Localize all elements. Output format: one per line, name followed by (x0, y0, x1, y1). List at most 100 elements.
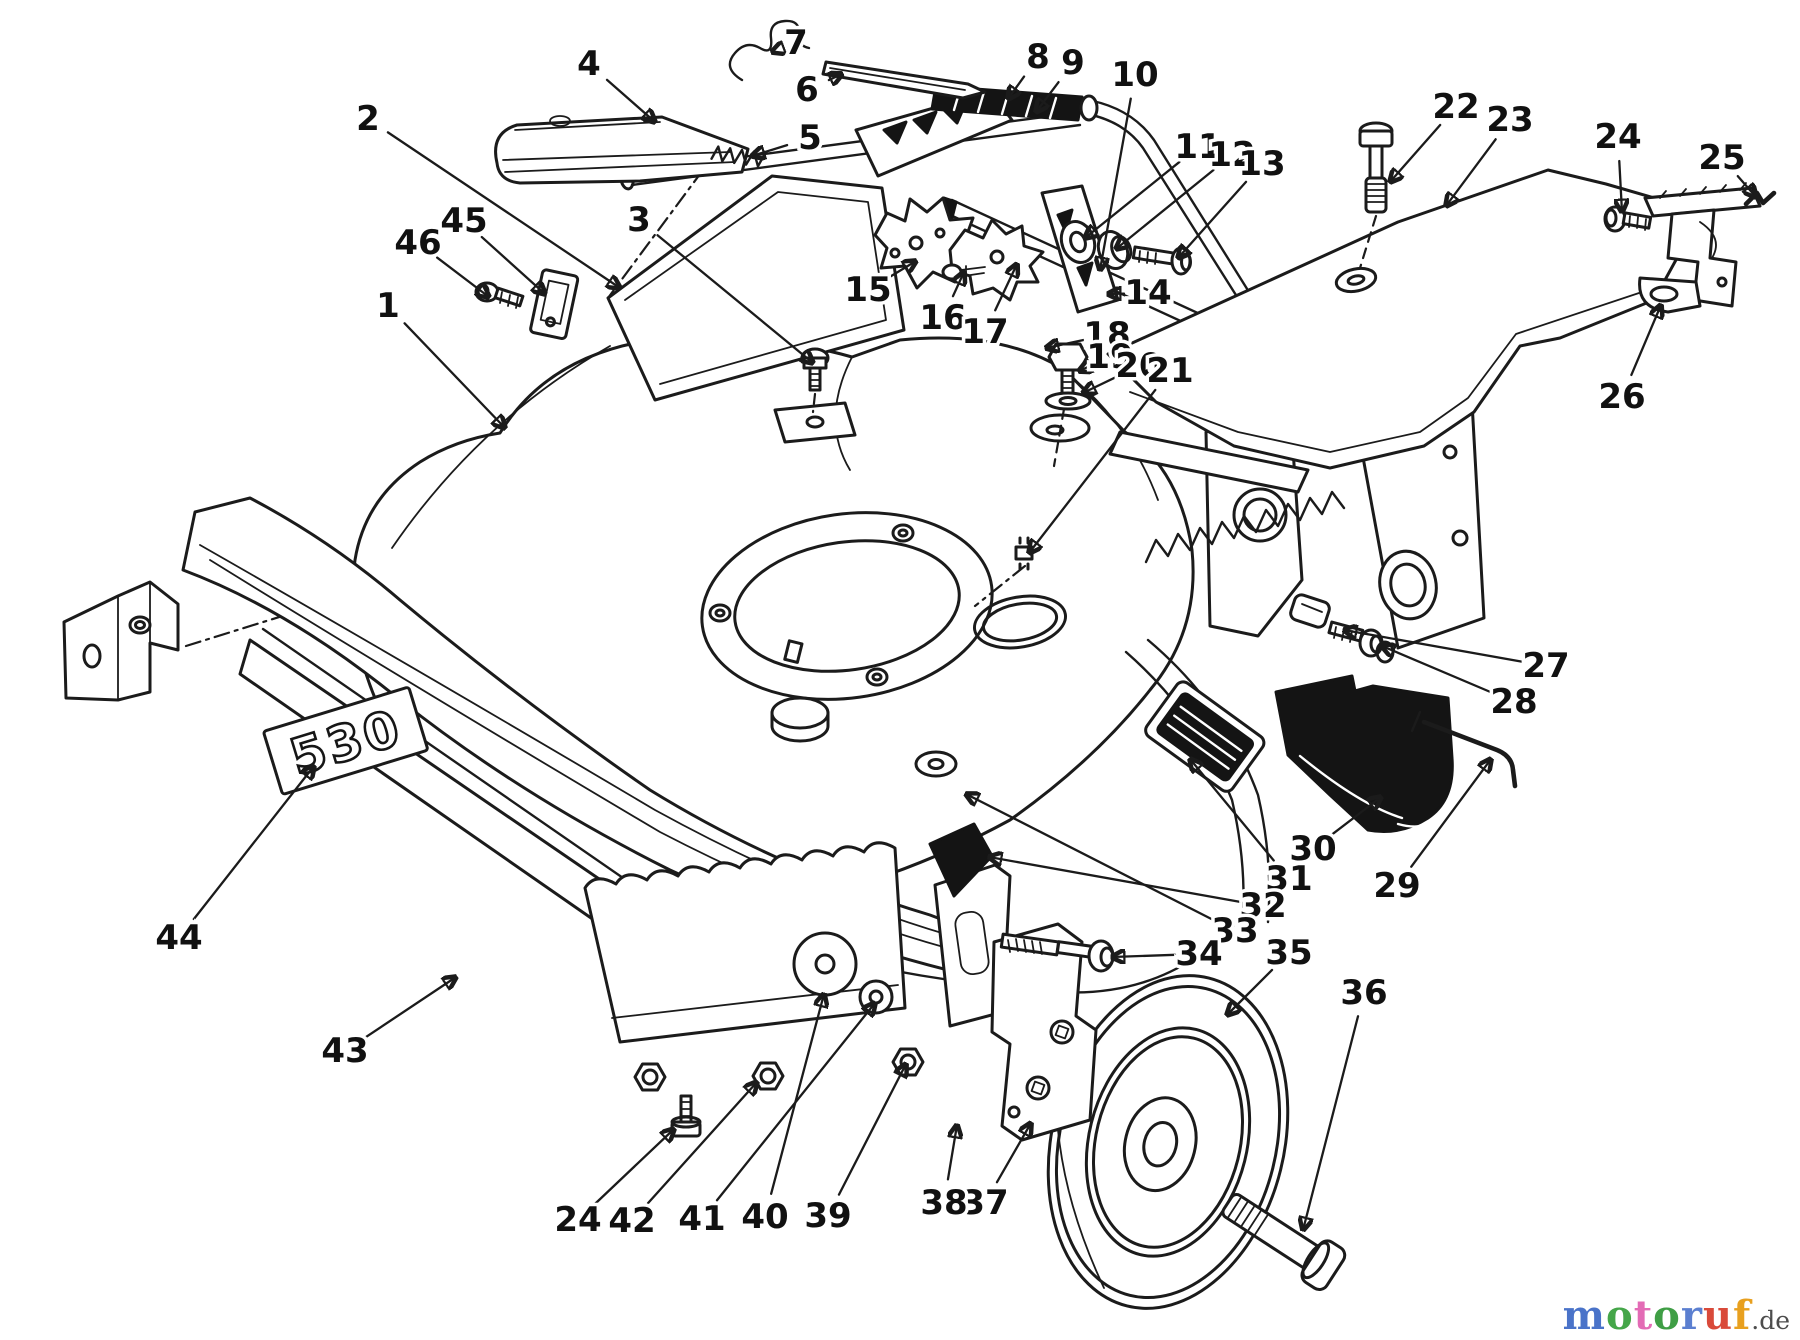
callout-37: 37 (958, 1123, 1031, 1227)
part-number-23: 23 (1486, 100, 1533, 140)
part-number-24: 24 (554, 1200, 601, 1240)
callout-3: 3 (624, 197, 813, 363)
leader-line-34 (1112, 955, 1177, 957)
part-number-21: 21 (1146, 351, 1193, 391)
logo-letter: o (1653, 1292, 1681, 1339)
part-number-29: 29 (1373, 866, 1420, 906)
motoruf-logo-domain: .de (1751, 1306, 1790, 1335)
callout-9: 9 (1036, 40, 1088, 112)
leader-line-6 (829, 74, 842, 80)
callout-26: 26 (1595, 305, 1661, 421)
leader-line-35 (1227, 968, 1274, 1015)
part-number-2: 2 (356, 99, 380, 139)
callout-24: 24 (1591, 114, 1645, 212)
flange-nut-left (633, 1062, 667, 1092)
axle-bolt (1221, 1193, 1347, 1292)
part-number-32: 32 (1239, 886, 1286, 926)
control-cover (494, 115, 750, 185)
leader-line-33 (966, 794, 1215, 922)
callout-28: 28 (1382, 646, 1541, 726)
pivot-disc (792, 931, 858, 997)
leader-line-29 (1410, 759, 1491, 868)
part-number-34: 34 (1175, 934, 1222, 974)
callout-24: 24 (551, 1129, 674, 1244)
callout-14: 14 (1108, 270, 1175, 317)
callout-44: 44 (152, 766, 314, 962)
leader-line-44 (192, 766, 314, 921)
clip-screw (474, 281, 525, 309)
leader-line-23 (1446, 138, 1497, 206)
part-number-35: 35 (1265, 933, 1312, 973)
part-number-33: 33 (1211, 911, 1258, 951)
callout-43: 43 (318, 977, 456, 1075)
part-number-24: 24 (1594, 117, 1641, 157)
part-number-16: 16 (919, 298, 966, 338)
part-number-20: 20 (1115, 346, 1162, 386)
leader-line-40 (769, 994, 824, 1195)
cable-clamp (1289, 593, 1331, 629)
callout-45: 45 (437, 198, 545, 294)
clip-plate (529, 268, 580, 341)
leader-line-31 (1190, 759, 1275, 862)
leader-line-30 (1330, 797, 1381, 836)
leader-line-43 (363, 977, 456, 1039)
leader-line-5 (752, 143, 789, 156)
callout-20: 20 (1083, 343, 1166, 393)
throttle-cable (728, 19, 811, 82)
callout-19: 19 (1079, 334, 1137, 381)
leader-line-15 (887, 261, 916, 279)
wheel-bracket (990, 922, 1098, 1142)
callout-25: 25 (1695, 135, 1756, 197)
part-number-36: 36 (1340, 973, 1387, 1013)
leader-line-45 (480, 235, 545, 294)
flange-nut-mid (751, 1061, 785, 1091)
leader-line-39 (837, 1064, 906, 1196)
callout-35: 35 (1227, 930, 1316, 1015)
part-number-44: 44 (155, 918, 202, 958)
leader-line-11 (1085, 160, 1181, 238)
part-number-10: 10 (1111, 55, 1158, 95)
callout-34: 34 (1112, 931, 1226, 978)
part-number-18: 18 (1083, 315, 1130, 355)
part-number-31: 31 (1265, 859, 1312, 899)
leader-line-22 (1390, 123, 1442, 182)
part-number-26: 26 (1598, 377, 1645, 417)
part-number-46: 46 (394, 223, 441, 263)
callout-7: 7 (772, 20, 811, 67)
part-number-39: 39 (804, 1196, 851, 1236)
latch-bracket (1638, 182, 1762, 314)
callout-38: 38 (917, 1125, 971, 1227)
part-number-41: 41 (678, 1199, 725, 1239)
flange-nut-right (891, 1047, 925, 1077)
leader-line-4 (605, 78, 655, 122)
logo-letter: o (1606, 1292, 1634, 1339)
callout-33: 33 (966, 794, 1262, 955)
leader-line-9 (1036, 81, 1060, 112)
leader-line-17 (994, 264, 1017, 312)
deck-mount-plate (773, 401, 857, 444)
leader-line-18 (1046, 340, 1085, 348)
deflector-flap (1274, 674, 1454, 833)
leader-line-46 (435, 256, 489, 297)
logo-letter: t (1633, 1292, 1654, 1339)
leader-line-1 (403, 322, 505, 428)
callout-1: 1 (373, 283, 505, 428)
callout-11: 11 (1085, 124, 1225, 238)
callout-40: 40 (738, 994, 824, 1241)
part-number-30: 30 (1289, 829, 1336, 869)
callout-6: 6 (792, 67, 842, 114)
leader-line-10 (1100, 97, 1132, 270)
deck-screw-bottom (670, 1094, 702, 1138)
motoruf-logo[interactable]: motoruf.de (1563, 1296, 1790, 1336)
callout-27: 27 (1344, 630, 1573, 690)
leader-line-38 (946, 1125, 957, 1181)
leader-line-3 (656, 234, 813, 363)
callout-46: 46 (391, 220, 489, 297)
warning-decal (1144, 680, 1266, 793)
side-plate-outer (1356, 400, 1486, 650)
part-number-27: 27 (1522, 646, 1569, 686)
part-number-5: 5 (798, 118, 822, 158)
logo-letter: m (1562, 1292, 1606, 1339)
left-mount-bracket (62, 580, 368, 702)
